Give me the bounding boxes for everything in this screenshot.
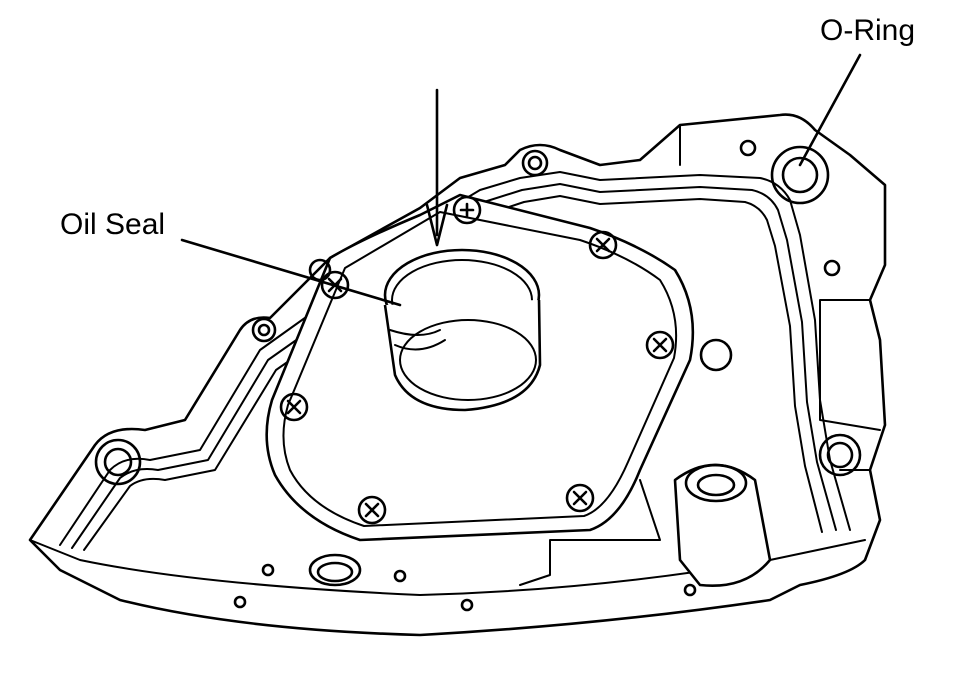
screw-icon (645, 330, 675, 360)
flange-hole-icon (233, 595, 247, 609)
cover-plate-inner (282, 211, 678, 527)
bolt-hole-icon (521, 149, 549, 177)
screw-icon (452, 195, 482, 225)
gasket-channel-inner (71, 183, 837, 549)
lower-boss-bore (684, 463, 748, 503)
screw-icon (588, 230, 618, 260)
screw-icon (565, 483, 595, 513)
flange-hole-icon (683, 583, 697, 597)
lower-flange-edge (29, 539, 866, 596)
oil-seal-body (383, 299, 542, 412)
lower-step (519, 479, 661, 586)
bolt-hole-icon (823, 259, 841, 277)
oil-seal-label: Oil Seal (60, 208, 166, 241)
screw-icon (357, 495, 387, 525)
bolt-hole-icon (739, 139, 757, 157)
flange-holes (233, 553, 697, 612)
bolt-hole-icon (699, 338, 733, 372)
flange-hole-icon (393, 569, 407, 583)
gasket-channel-inner-2 (83, 195, 823, 551)
flange-hole-icon (308, 553, 362, 587)
flange-hole-icon (261, 563, 275, 577)
down-arrow-icon (425, 203, 449, 247)
lower-boss (673, 463, 772, 587)
o-ring-label: O-Ring (820, 14, 916, 47)
flange-hole-icon (460, 598, 474, 612)
housing-right-block (679, 124, 881, 471)
oil-seal-bore (399, 319, 537, 401)
screw-set (279, 195, 675, 525)
bolt-hole-icon (94, 438, 142, 486)
oring-leader-line (798, 53, 862, 167)
oil-seal-lip (389, 329, 446, 351)
bolt-hole-icon (818, 433, 862, 477)
oil-seal-leader-line (180, 238, 402, 307)
bolt-hole-icon (251, 317, 277, 343)
screw-icon (279, 392, 309, 422)
o-ring-boss-icon (770, 145, 830, 205)
bolt-holes (94, 139, 862, 486)
